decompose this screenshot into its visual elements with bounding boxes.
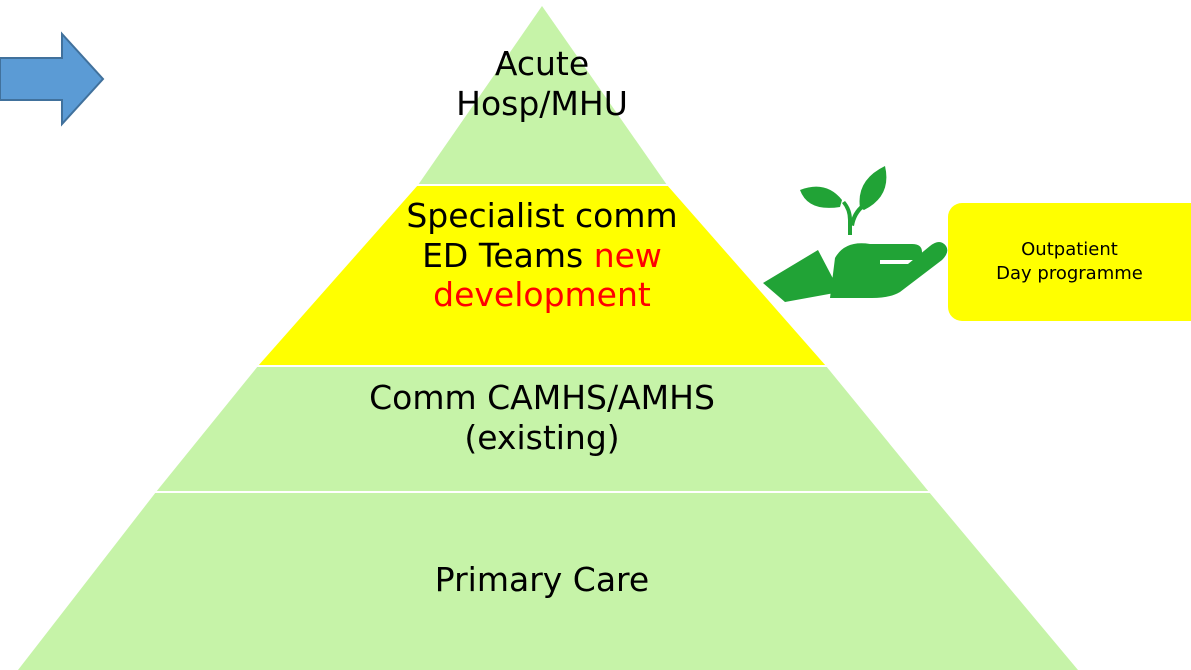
tier-community-label: Comm CAMHS/AMHS (existing) — [292, 378, 792, 457]
tier-acute-label: Acute Hosp/MHU — [392, 44, 692, 123]
tier-specialist-line-2: ED Teams new — [342, 236, 742, 276]
tier-specialist-line-1: Specialist comm — [406, 196, 678, 235]
development-tag: development — [433, 275, 651, 315]
tier-community-shape — [156, 366, 929, 492]
callout-line-1: Outpatient — [1021, 238, 1118, 260]
callout-line-2: Day programme — [996, 263, 1143, 284]
tier-primary-line: Primary Care — [434, 560, 650, 599]
new-tag: new — [593, 235, 662, 275]
tier-primary-label: Primary Care — [342, 560, 742, 600]
tier-community-line: Comm CAMHS/AMHS — [369, 378, 715, 417]
right-arrow-icon — [0, 31, 105, 127]
tier-specialist-label: Specialist comm ED Teams new development — [342, 196, 742, 315]
tier-community-line: (existing) — [464, 417, 620, 457]
outpatient-callout: Outpatient Day programme — [948, 203, 1191, 321]
tier-acute-shape — [418, 6, 667, 185]
tier-specialist-line-2-plain: ED Teams — [422, 235, 594, 275]
tier-acute-line: Hosp/MHU — [456, 83, 628, 123]
tier-primary-shape — [18, 492, 1078, 670]
plant-hand-icon — [763, 166, 948, 302]
tier-acute-line: Acute — [494, 44, 590, 83]
tier-specialist-shape — [258, 185, 826, 366]
